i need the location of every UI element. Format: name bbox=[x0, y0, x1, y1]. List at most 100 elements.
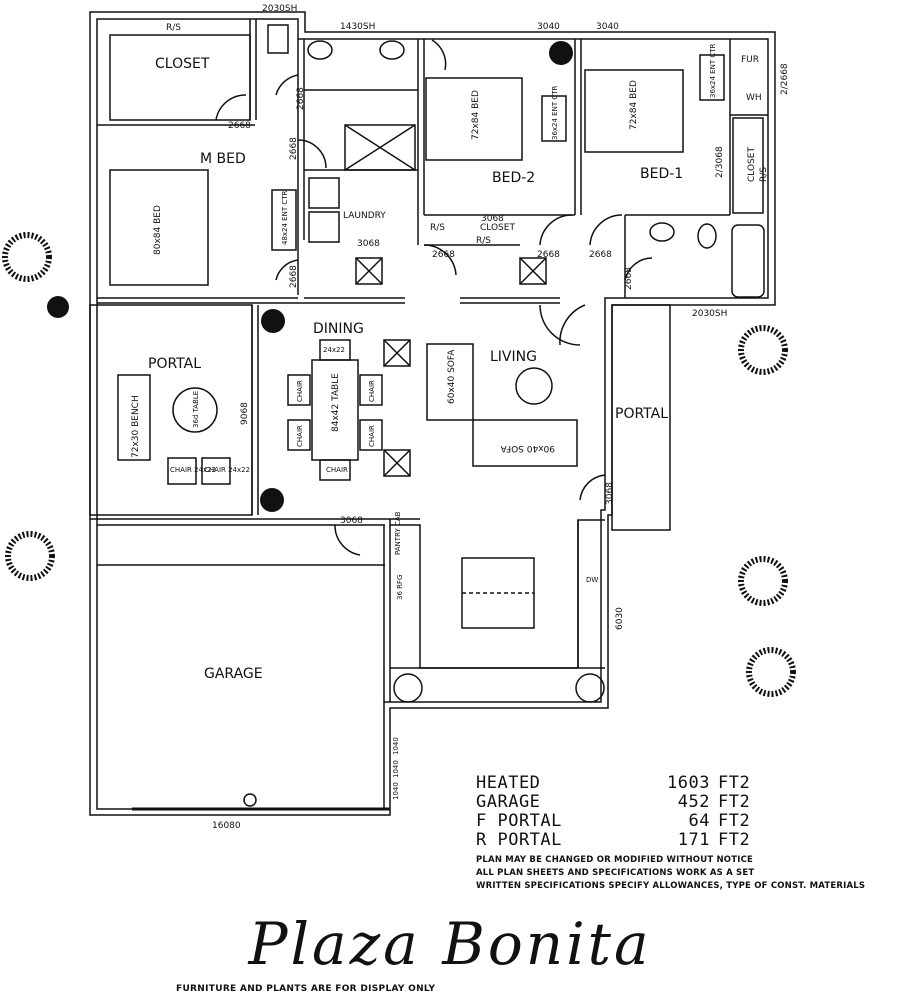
door-label: 3068 bbox=[605, 482, 615, 505]
rs-label: R/S bbox=[759, 167, 769, 182]
furniture-label: CHAIR bbox=[296, 380, 304, 402]
area-value: 64 bbox=[688, 811, 710, 831]
garage-door-label: 16080 bbox=[212, 821, 241, 831]
furniture-label: 36 RFG bbox=[396, 575, 404, 600]
window-label: 2030SH bbox=[692, 309, 727, 319]
furniture-label: 90x40 SOFA bbox=[500, 443, 555, 453]
door-label: 3068 bbox=[340, 516, 363, 526]
rs-label: R/S bbox=[430, 223, 445, 233]
furniture-label: 72x84 BED bbox=[629, 80, 639, 130]
hall-closet-label: CLOSET bbox=[480, 223, 515, 233]
room-bed1: BED-1 bbox=[640, 166, 683, 182]
master-bed bbox=[109, 169, 209, 286]
room-bed2: BED-2 bbox=[492, 170, 535, 186]
furniture-label: 72x30 BENCH bbox=[131, 395, 141, 458]
room-dining: DINING bbox=[313, 321, 364, 337]
door-label: 1040 bbox=[392, 782, 400, 800]
area-unit: FT2 bbox=[718, 773, 751, 793]
furniture-label: CHAIR 24x22 bbox=[204, 466, 250, 474]
room-laundry: LAUNDRY bbox=[343, 211, 386, 221]
area-value: 171 bbox=[677, 830, 710, 850]
plan-title: Plaza Bonita bbox=[248, 910, 652, 978]
door-label: 1040 bbox=[392, 737, 400, 755]
furnace-label: FUR bbox=[741, 55, 759, 65]
rs-label: R/S bbox=[166, 23, 181, 33]
water-heater-label: WH bbox=[746, 93, 762, 103]
window-label: 9068 bbox=[240, 402, 250, 425]
door-label: 2668 bbox=[624, 267, 634, 290]
furniture-label: CHAIR bbox=[296, 425, 304, 447]
area-label: F PORTAL bbox=[476, 811, 562, 831]
door-label: 2668 bbox=[589, 250, 612, 260]
room-garage: GARAGE bbox=[204, 666, 263, 682]
sofa-60 bbox=[426, 343, 474, 421]
room-portal-west: PORTAL bbox=[148, 356, 201, 372]
bed1-bed bbox=[584, 69, 684, 153]
room-living: LIVING bbox=[490, 349, 537, 365]
room-portal-east: PORTAL bbox=[615, 406, 668, 422]
furniture-label: DW bbox=[586, 576, 598, 584]
area-row: F PORTAL 64 FT2 bbox=[476, 812, 776, 831]
door-label: 2/3068 bbox=[715, 146, 725, 178]
area-row: HEATED 1603 FT2 bbox=[476, 774, 776, 793]
door-label: 2668 bbox=[537, 250, 560, 260]
window-label: 6030 bbox=[615, 607, 625, 630]
furniture-label: 36x24 ENT CTR bbox=[709, 43, 717, 98]
plant-icon bbox=[738, 556, 788, 606]
area-unit: FT2 bbox=[718, 792, 751, 812]
door-label: 2668 bbox=[228, 121, 251, 131]
furniture-label: PANTRY CAB bbox=[394, 511, 402, 555]
note-line: ALL PLAN SHEETS AND SPECIFICATIONS WORK … bbox=[476, 868, 755, 878]
door-label: 1040 bbox=[392, 760, 400, 778]
furniture-label: 36x24 ENT CTR bbox=[551, 85, 559, 140]
area-label: R PORTAL bbox=[476, 830, 562, 850]
furniture-label: 36d TABLE bbox=[192, 391, 200, 428]
plant-icon bbox=[261, 309, 285, 333]
furniture-label: 80x84 BED bbox=[153, 205, 163, 255]
door-label: 2/2668 bbox=[780, 63, 790, 95]
door-label: 2668 bbox=[432, 250, 455, 260]
furniture-label: 24x22 bbox=[323, 346, 345, 354]
plan-notes: PLAN MAY BE CHANGED OR MODIFIED WITHOUT … bbox=[476, 854, 896, 893]
furniture-label: 60x40 SOFA bbox=[447, 349, 457, 404]
area-label: HEATED bbox=[476, 773, 541, 793]
note-line: WRITTEN SPECIFICATIONS SPECIFY ALLOWANCE… bbox=[476, 881, 866, 891]
door-label: 3068 bbox=[357, 239, 380, 249]
window-label: 1430SH bbox=[340, 22, 375, 32]
window-label: 2030SH bbox=[262, 4, 297, 14]
furniture-label: CHAIR 24x22 bbox=[170, 466, 216, 474]
bed1-closet-label: CLOSET bbox=[747, 147, 757, 182]
furniture-label: 48x24 ENT CTR bbox=[281, 190, 289, 245]
kitchen-counter bbox=[390, 519, 605, 669]
plant-icon bbox=[47, 296, 69, 318]
plant-icon bbox=[2, 232, 52, 282]
area-row: R PORTAL 171 FT2 bbox=[476, 831, 776, 850]
area-unit: FT2 bbox=[718, 830, 751, 850]
room-master-bed: M BED bbox=[200, 151, 246, 167]
plant-icon bbox=[549, 41, 573, 65]
plant-icon bbox=[260, 488, 284, 512]
bed2-bed bbox=[425, 77, 523, 161]
portal-east-outline bbox=[611, 304, 671, 531]
room-closet: CLOSET bbox=[155, 56, 210, 72]
furniture-label: CHAIR bbox=[368, 380, 376, 402]
area-value: 1603 bbox=[667, 773, 710, 793]
door-label: 2668 bbox=[296, 87, 306, 110]
furniture-label: CHAIR bbox=[326, 466, 348, 474]
door-label: 3068 bbox=[481, 214, 504, 224]
area-table: HEATED 1603 FT2 GARAGE 452 FT2 F PORTAL … bbox=[476, 774, 776, 850]
sofa-90 bbox=[472, 419, 578, 467]
rs-label: R/S bbox=[476, 236, 491, 246]
plant-icon bbox=[746, 647, 796, 697]
window-label: 3040 bbox=[537, 22, 560, 32]
window-label: 3040 bbox=[596, 22, 619, 32]
area-label: GARAGE bbox=[476, 792, 541, 812]
plant-icon bbox=[5, 531, 55, 581]
area-value: 452 bbox=[677, 792, 710, 812]
furniture-label: 84x42 TABLE bbox=[331, 373, 341, 432]
furniture-label: CHAIR bbox=[368, 425, 376, 447]
plant-icon bbox=[738, 325, 788, 375]
note-line: PLAN MAY BE CHANGED OR MODIFIED WITHOUT … bbox=[476, 855, 754, 865]
area-unit: FT2 bbox=[718, 811, 751, 831]
